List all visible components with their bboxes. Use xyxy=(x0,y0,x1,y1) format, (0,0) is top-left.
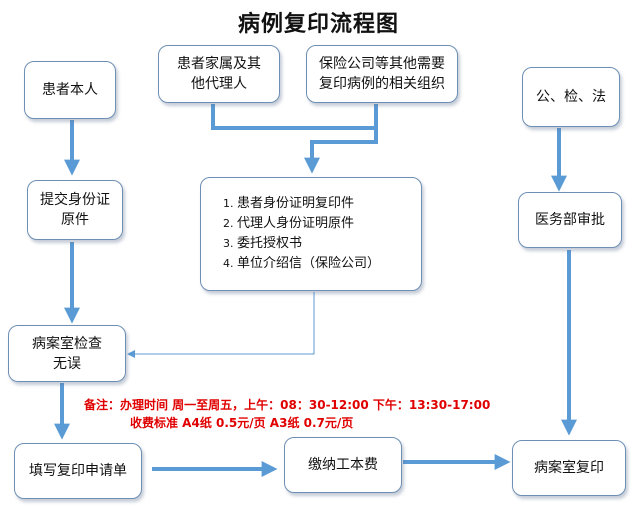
arrow-merge-to-documents xyxy=(304,128,378,174)
node-medical-affairs-label: 医务部审批 xyxy=(535,212,605,228)
node-fill-form: 填写复印申请单 xyxy=(14,443,142,499)
node-family-agent-line1: 患者家属及其 xyxy=(177,56,261,72)
node-patient-self: 患者本人 xyxy=(24,61,116,119)
documents-list-item: 代理人身份证明原件 xyxy=(237,214,380,234)
node-documents: 患者身份证明复印件 代理人身份证明原件 委托授权书 单位介绍信（保险公司） xyxy=(200,177,422,291)
node-insurance: 保险公司等其他需要 复印病例的相关组织 xyxy=(306,45,458,103)
node-submit-id-line1: 提交身份证 xyxy=(40,192,110,208)
node-pay-fee: 缴纳工本费 xyxy=(284,437,402,493)
node-family-agent: 患者家属及其 他代理人 xyxy=(158,45,280,103)
node-insurance-label: 保险公司等其他需要 复印病例的相关组织 xyxy=(319,54,445,94)
node-insurance-line2: 复印病例的相关组织 xyxy=(319,76,445,92)
node-insurance-line1: 保险公司等其他需要 xyxy=(319,56,445,72)
node-family-agent-label: 患者家属及其 他代理人 xyxy=(177,54,261,94)
page-title: 病例复印流程图 xyxy=(237,12,399,37)
node-submit-id-line2: 原件 xyxy=(61,212,89,228)
node-records-copy-label: 病案室复印 xyxy=(534,460,604,476)
note-fees: 收费标准 A4纸 0.5元/页 A3纸 0.7元/页 xyxy=(130,416,354,430)
arrow-documents-to-check xyxy=(127,292,315,358)
documents-list-item: 患者身份证明复印件 xyxy=(237,194,380,214)
node-family-agent-line2: 他代理人 xyxy=(191,76,247,92)
documents-list: 患者身份证明复印件 代理人身份证明原件 委托授权书 单位介绍信（保险公司） xyxy=(215,194,380,274)
node-records-check-line1: 病案室检查 xyxy=(32,335,102,352)
merge-bracket xyxy=(211,104,378,130)
documents-list-item: 单位介绍信（保险公司） xyxy=(237,254,380,274)
node-patient-self-label: 患者本人 xyxy=(42,82,98,98)
node-fill-form-label: 填写复印申请单 xyxy=(29,463,127,479)
node-pay-fee-label: 缴纳工本费 xyxy=(308,457,378,473)
documents-list-item: 委托授权书 xyxy=(237,234,380,254)
node-records-check-label: 病案室检查 无误 xyxy=(32,334,102,374)
node-records-check-line2: 无误 xyxy=(53,355,81,372)
note-hours: 备注：办理时间 周一至周五，上午：08：30-12:00 下午：13:30-17… xyxy=(84,398,491,412)
node-records-copy: 病案室复印 xyxy=(512,440,626,496)
node-medical-affairs: 医务部审批 xyxy=(518,192,622,248)
node-submit-id: 提交身份证 原件 xyxy=(27,180,123,240)
node-submit-id-label: 提交身份证 原件 xyxy=(40,190,110,230)
node-records-check: 病案室检查 无误 xyxy=(8,325,126,382)
node-public-security-label: 公、检、法 xyxy=(536,89,606,105)
node-public-security: 公、检、法 xyxy=(522,67,620,127)
